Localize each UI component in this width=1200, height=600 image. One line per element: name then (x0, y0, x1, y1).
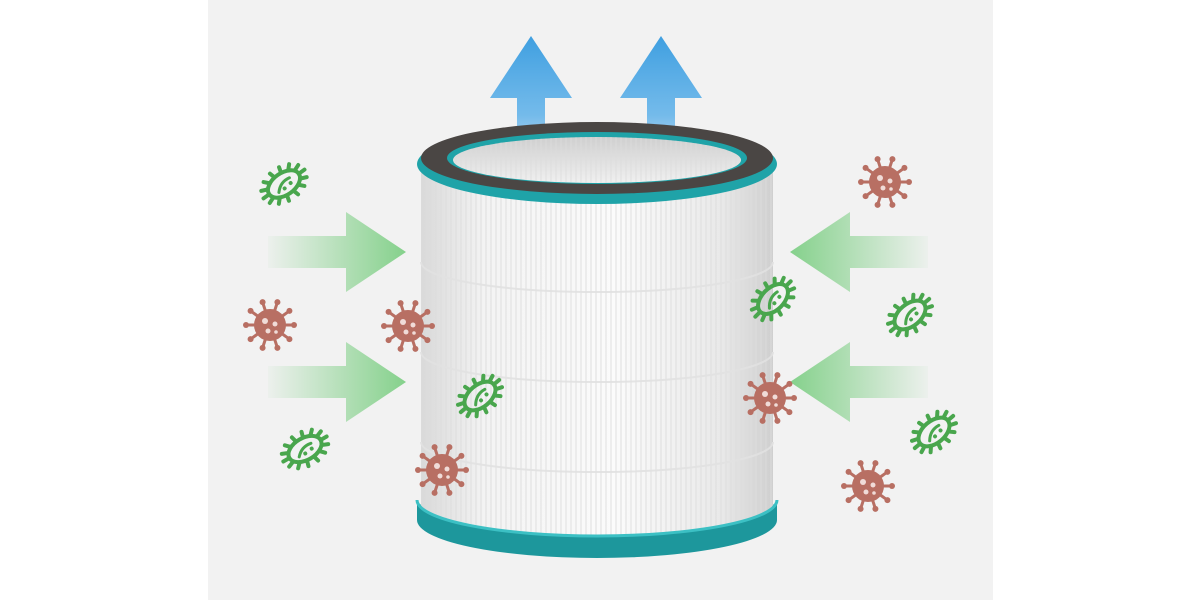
virus-icon (743, 372, 797, 424)
virus-icon (415, 444, 469, 496)
hepa-filter (415, 122, 779, 558)
inflow-arrows-right (790, 212, 928, 422)
arrow-left-icon (790, 342, 928, 422)
bacteria-icon (279, 427, 331, 471)
arrow-left-icon (790, 212, 928, 292)
arrow-up-icon (490, 36, 572, 180)
arrow-up-icon (620, 36, 702, 180)
bacteria-icon (749, 275, 797, 323)
inflow-arrows-left (268, 212, 406, 422)
filter-bottom-band (417, 500, 777, 558)
arrow-right-icon (268, 212, 406, 292)
arrow-right-icon (268, 342, 406, 422)
bacteria-icon (456, 373, 504, 419)
bacteria-group (259, 162, 958, 471)
virus-icon (841, 460, 895, 512)
bacteria-icon (910, 409, 958, 455)
bacteria-icon (259, 162, 309, 206)
virus-icon (858, 156, 912, 208)
virus-group (243, 156, 912, 512)
virus-icon (381, 300, 435, 352)
bacteria-icon (886, 292, 934, 338)
outflow-arrows (490, 36, 702, 180)
virus-icon (243, 299, 297, 351)
